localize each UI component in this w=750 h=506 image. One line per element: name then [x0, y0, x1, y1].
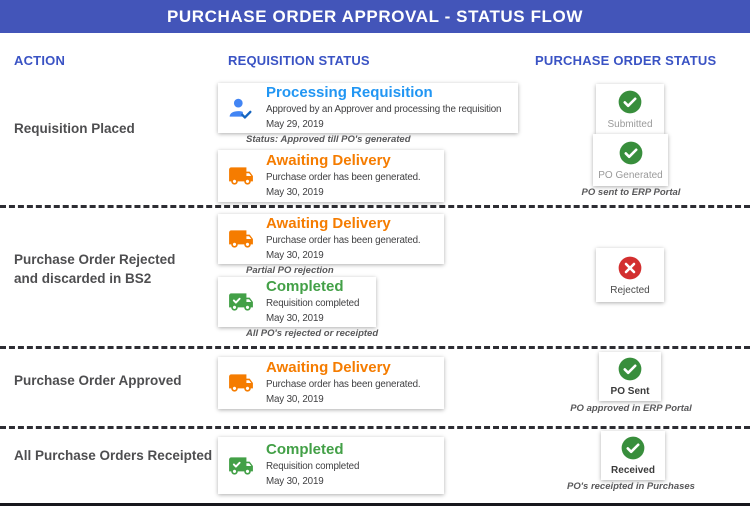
po-status-card-submitted: Submitted: [596, 84, 664, 134]
status-label: PO Sent: [610, 386, 650, 397]
column-header-purchase-order-status: PURCHASE ORDER STATUS: [535, 53, 717, 68]
column-header-action: ACTION: [14, 53, 66, 68]
delivery-truck-icon: [228, 226, 254, 252]
card-caption: All PO's rejected or receipted: [246, 328, 379, 339]
requisition-card-awaiting-delivery: Awaiting Delivery Purchase order has bee…: [218, 357, 444, 409]
card-title: Completed: [266, 441, 344, 459]
po-status-card-po-sent: PO Sent: [599, 352, 661, 401]
requisition-card-processing: Processing Requisition Approved by an Ap…: [218, 83, 518, 133]
card-caption: Partial PO rejection: [246, 265, 334, 276]
check-circle-icon: [617, 89, 643, 115]
action-label-all-po-receipted: All Purchase Orders Receipted: [14, 448, 213, 463]
person-check-icon: [228, 95, 254, 121]
page-title: PURCHASE ORDER APPROVAL - STATUS FLOW: [166, 6, 584, 26]
status-caption: PO sent to ERP Portal: [581, 187, 681, 198]
card-date: May 30, 2019: [266, 476, 324, 487]
truck-check-icon: [228, 289, 254, 315]
status-label: Rejected: [610, 284, 650, 296]
card-caption: Status: Approved till PO's generated: [246, 134, 411, 145]
check-circle-icon: [617, 356, 643, 382]
card-date: May 30, 2019: [266, 393, 324, 405]
status-caption: PO's receipted in Purchases: [567, 481, 695, 492]
card-date: May 30, 2019: [266, 249, 324, 261]
po-status-card-received: Received: [601, 431, 665, 480]
status-label: Received: [611, 465, 655, 476]
column-header-requisition-status: REQUISITION STATUS: [228, 53, 370, 68]
requisition-card-awaiting-delivery: Awaiting Delivery Purchase order has bee…: [218, 150, 444, 202]
delivery-truck-icon: [228, 163, 254, 189]
card-description: Requisition completed: [266, 297, 360, 309]
row-divider: [0, 346, 750, 349]
action-label-requisition-placed: Requisition Placed: [14, 121, 135, 136]
card-description: Requisition completed: [266, 461, 360, 473]
check-circle-icon: [620, 435, 646, 461]
delivery-truck-icon: [228, 370, 254, 396]
card-date: May 30, 2019: [266, 186, 324, 198]
status-label: PO Generated: [598, 169, 663, 181]
card-description: Purchase order has been generated.: [266, 171, 421, 183]
card-description: Purchase order has been generated.: [266, 378, 421, 390]
action-label-po-approved: Purchase Order Approved: [14, 373, 182, 388]
card-title: Awaiting Delivery: [266, 151, 391, 169]
card-date: May 29, 2019: [266, 118, 324, 130]
card-title: Awaiting Delivery: [266, 358, 391, 376]
status-caption: PO approved in ERP Portal: [570, 403, 692, 414]
requisition-card-awaiting-delivery: Awaiting Delivery Purchase order has bee…: [218, 214, 444, 264]
card-date: May 30, 2019: [266, 312, 324, 324]
card-title: Awaiting Delivery: [266, 214, 391, 232]
card-title: Processing Requisition: [266, 83, 433, 101]
x-circle-icon: [617, 255, 643, 281]
po-status-card-rejected: Rejected: [596, 248, 664, 302]
card-title: Completed: [266, 277, 344, 295]
po-status-card-po-generated: PO Generated: [593, 134, 668, 186]
card-description: Approved by an Approver and processing t…: [266, 103, 502, 115]
row-divider: [0, 426, 750, 429]
check-circle-icon: [618, 140, 644, 166]
requisition-card-completed: Completed Requisition completed May 30, …: [218, 277, 376, 327]
status-label: Submitted: [607, 118, 653, 130]
title-banner: PURCHASE ORDER APPROVAL - STATUS FLOW: [0, 0, 750, 33]
card-description: Purchase order has been generated.: [266, 234, 421, 246]
row-divider: [0, 205, 750, 208]
requisition-card-completed: Completed Requisition completed May 30, …: [218, 437, 444, 494]
action-label-po-rejected: Purchase Order Rejected and discarded in…: [14, 252, 176, 286]
truck-check-icon: [228, 453, 254, 479]
